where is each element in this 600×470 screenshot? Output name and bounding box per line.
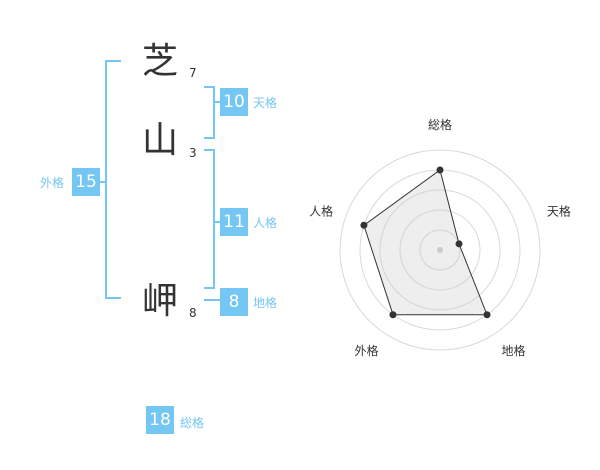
stroke-count-2: 3	[189, 146, 197, 160]
tenkaku-label: 天格	[253, 96, 278, 110]
name-char-2: 山	[142, 120, 179, 161]
tenkaku-value: 10	[220, 88, 248, 116]
jinkaku-label: 人格	[253, 216, 278, 230]
radar-ring-1	[419, 229, 461, 271]
radar-center-dot	[437, 247, 443, 253]
name-char-1: 芝	[142, 41, 179, 82]
radar-point-5	[360, 221, 368, 229]
name-char-3: 岬	[142, 281, 179, 322]
stroke-count-3: 8	[189, 306, 197, 320]
radar-point-4	[389, 311, 397, 319]
radar-ring-5	[339, 149, 541, 351]
radar-axis-label-3: 地格	[501, 343, 525, 358]
radar-polygon	[363, 169, 488, 316]
soukaku-label: 総格	[180, 416, 205, 430]
radar-ring-2	[399, 209, 481, 291]
stroke-count-1: 7	[189, 66, 197, 80]
soukaku-value: 18	[146, 406, 174, 434]
radar-axis-label-5: 人格	[309, 203, 333, 218]
radar-ring-3	[379, 189, 501, 311]
gaikaku-value: 15	[72, 168, 100, 196]
radar-point-2	[455, 240, 463, 248]
radar-point-1	[436, 166, 444, 174]
radar-point-3	[483, 311, 491, 319]
radar-axis-label-1: 総格	[428, 117, 452, 132]
radar-axis-label-4: 外格	[355, 343, 379, 358]
jinkaku-value: 11	[220, 208, 248, 236]
chikaku-label: 地格	[253, 296, 278, 310]
chikaku-value: 8	[220, 288, 248, 316]
radar-axis-label-2: 天格	[547, 203, 571, 218]
gaikaku-label: 外格	[40, 176, 65, 190]
